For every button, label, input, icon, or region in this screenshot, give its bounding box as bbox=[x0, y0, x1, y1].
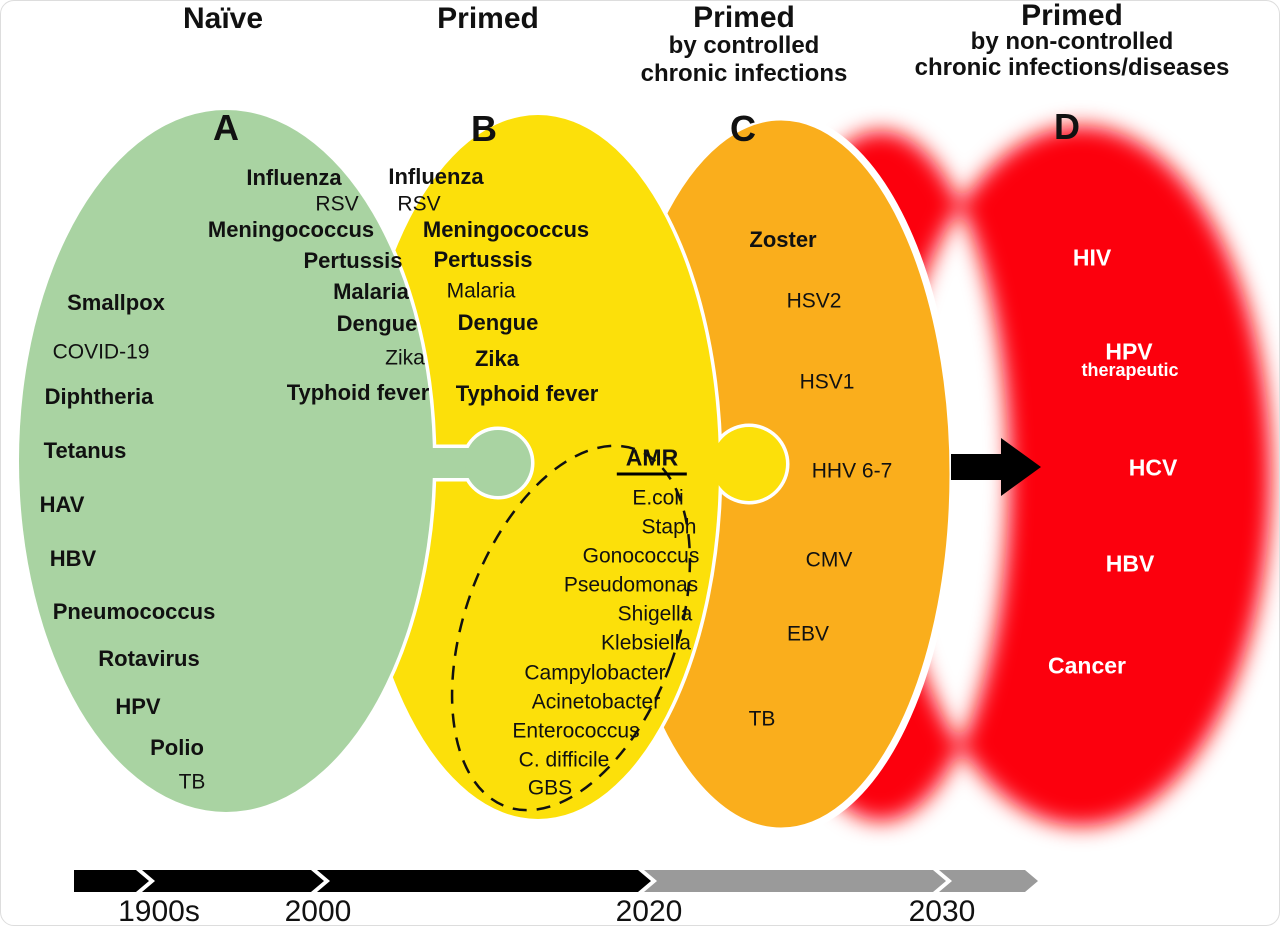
ellipse-b bbox=[357, 115, 786, 819]
amr-dashed-ellipse bbox=[450, 444, 692, 812]
timeline-segment-5 bbox=[939, 870, 1038, 892]
timeline-segment-1 bbox=[74, 870, 149, 892]
ellipse-a bbox=[19, 110, 531, 812]
timeline-segment-2 bbox=[142, 870, 324, 892]
timeline-segment-3 bbox=[317, 870, 651, 892]
arrow-right-icon bbox=[951, 438, 1041, 496]
timeline-segment-4 bbox=[644, 870, 946, 892]
